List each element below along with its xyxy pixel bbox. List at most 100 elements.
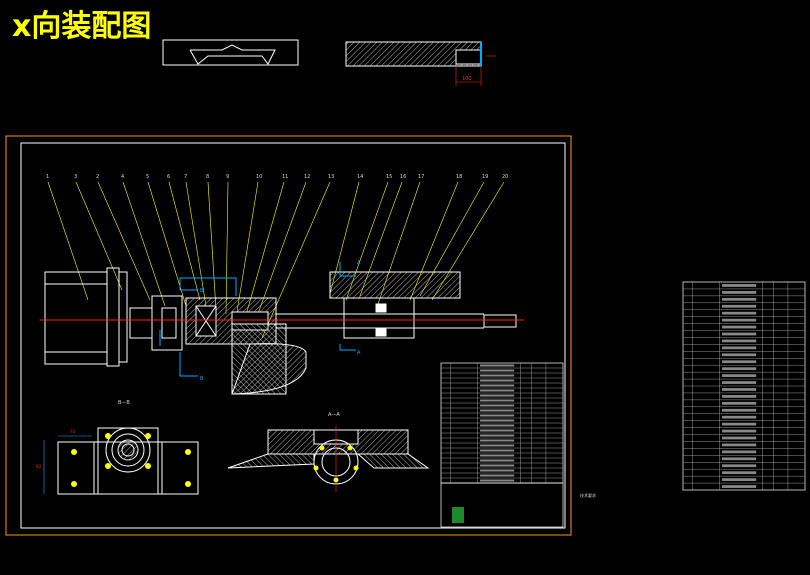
table-cell-text	[480, 369, 515, 372]
cut-mark-a-top: A	[357, 260, 361, 266]
table-cell-text	[722, 374, 757, 377]
table-cell-text	[722, 304, 757, 308]
lead-screw	[276, 313, 517, 329]
dim-d1: 70	[70, 429, 76, 434]
leader-line	[225, 181, 229, 315]
frame-outer	[5, 135, 572, 536]
table-cell-text	[722, 443, 757, 447]
table-cell-text	[722, 367, 757, 371]
table-cell-text	[480, 374, 515, 377]
table-cell-text	[722, 436, 757, 440]
table-cell-text	[480, 434, 515, 437]
table-cell-text	[480, 389, 515, 392]
part-number: 6	[167, 174, 170, 180]
table-cell-text	[722, 291, 757, 294]
table-cell-text	[480, 464, 515, 467]
section-label-right: A—A	[328, 412, 340, 418]
table-cell-text	[480, 394, 515, 397]
table-cell-text	[722, 318, 757, 322]
cut-marks: A A B B	[200, 260, 361, 382]
table-cell-text	[480, 404, 515, 407]
table-cell-text	[480, 429, 515, 432]
cut-plane-b	[179, 277, 237, 377]
table-cell-text	[722, 325, 757, 329]
cut-plane-a	[339, 262, 356, 351]
table-cell-text	[722, 408, 757, 412]
table-cell-text	[722, 332, 757, 336]
part-number: 9	[226, 174, 229, 180]
table-cell-text	[722, 471, 757, 475]
section-bb-bolts	[71, 433, 191, 487]
table-cell-text	[722, 360, 757, 364]
table-cell-text	[480, 384, 515, 387]
table-cell-text	[480, 414, 515, 417]
part-number: 16	[400, 174, 406, 180]
table-cell-text	[722, 388, 757, 391]
title-block-stamp	[452, 507, 464, 523]
table-cell-text	[480, 409, 515, 412]
table-cell-text	[480, 424, 515, 427]
top-detail-left	[162, 39, 299, 66]
leader-line	[75, 181, 123, 291]
part-number: 15	[386, 174, 392, 180]
drawing-title: x向装配图	[12, 9, 152, 44]
dimension-top: 100	[462, 76, 472, 82]
part-number: 10	[256, 174, 262, 180]
coupling	[129, 295, 183, 351]
parts-list-table-main	[440, 362, 564, 528]
section-bb	[57, 427, 199, 495]
cut-mark-b-top: B	[200, 288, 204, 294]
table-cell-text	[480, 379, 515, 382]
section-aa	[227, 426, 430, 492]
table-cell-text	[722, 346, 757, 350]
table-cell-text	[722, 353, 757, 357]
section-label-left: B—B	[118, 400, 130, 406]
table-cell-text	[722, 485, 757, 488]
top-detail-right	[345, 41, 496, 86]
part-number: 4	[121, 174, 124, 180]
table-cell-text	[722, 422, 757, 426]
table-cell-text	[480, 474, 515, 477]
table-cell-text	[480, 449, 515, 452]
table-cell-text	[480, 469, 515, 472]
table-cell-text	[480, 419, 515, 422]
table-cell-text	[480, 364, 515, 367]
part-number: 8	[206, 174, 209, 180]
cut-mark-b-bottom: B	[200, 376, 204, 382]
frame-inner	[20, 142, 566, 529]
table-cell-text	[480, 459, 515, 462]
part-number: 7	[184, 174, 187, 180]
part-number: 5	[146, 174, 149, 180]
part-number: 17	[418, 174, 424, 180]
table-cell-text	[722, 478, 757, 481]
part-number: 11	[282, 174, 288, 180]
table-cell-text	[480, 399, 515, 402]
part-number: 20	[502, 174, 508, 180]
parts-list-table-side	[682, 281, 806, 491]
table-cell-text	[480, 444, 515, 447]
table-cell-text	[722, 450, 757, 454]
table-cell-text	[722, 297, 757, 301]
table-cell-text	[480, 454, 515, 457]
motor	[44, 267, 128, 367]
title-block	[440, 482, 564, 528]
table-cell-text	[722, 464, 757, 468]
dim-d2: 60	[36, 464, 42, 469]
part-number: 12	[304, 174, 310, 180]
leader-line	[168, 181, 201, 301]
table-cell-text	[722, 401, 757, 405]
note-bottom: 技术要求	[580, 492, 596, 498]
table-cell-text	[722, 311, 757, 315]
leader-line	[207, 181, 217, 311]
table-cell-text	[722, 395, 757, 398]
part-number: 2	[96, 174, 99, 180]
table-cell-text	[722, 339, 757, 343]
table-cell-text	[722, 381, 757, 384]
leader-line	[185, 181, 207, 307]
table-cell-text	[722, 429, 757, 433]
part-number: 19	[482, 174, 488, 180]
part-number: 13	[328, 174, 334, 180]
part-number: 18	[456, 174, 462, 180]
